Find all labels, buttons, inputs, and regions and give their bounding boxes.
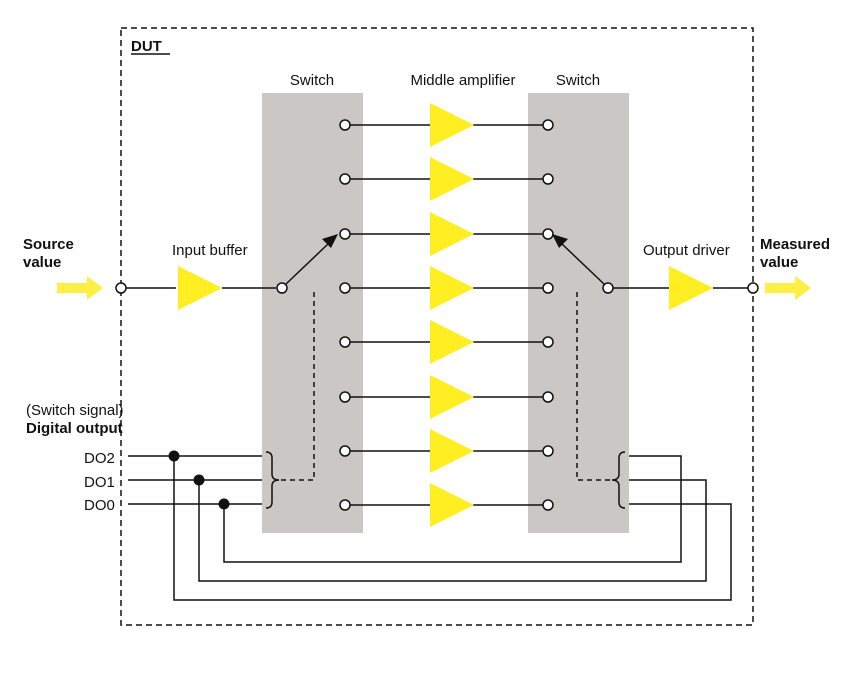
- right-switch-arrow-icon: [552, 234, 568, 248]
- left-switch-arm: [285, 243, 329, 285]
- right-switch-terminal-6: [542, 391, 554, 403]
- switch-panel-left: [262, 93, 363, 533]
- measured-arrow-icon: [765, 276, 811, 300]
- left-switch-terminal-7: [339, 445, 351, 457]
- switch-left-label: Switch: [290, 72, 334, 89]
- input-terminal: [115, 282, 127, 294]
- left-switch-terminal-6: [339, 391, 351, 403]
- right-switch-terminal-1: [542, 119, 554, 131]
- middle-amplifier-label: Middle amplifier: [410, 72, 515, 89]
- source-value-label-line1: Source: [23, 236, 74, 253]
- measured-value-label-line1: Measured: [760, 236, 830, 253]
- right-switch-brace: [611, 451, 626, 509]
- right-switch-common-terminal: [602, 282, 614, 294]
- dut-boundary: [120, 27, 754, 626]
- right-switch-terminal-3: [542, 228, 554, 240]
- left-switch-control-line: [281, 292, 315, 481]
- dut-label: DUT: [131, 38, 162, 55]
- right-switch-terminal-8: [542, 499, 554, 511]
- amplifier-icon-5: [430, 320, 474, 364]
- do1-label: DO1: [84, 474, 115, 491]
- left-switch-brace: [265, 451, 280, 509]
- left-switch-terminal-1: [339, 119, 351, 131]
- left-switch-common-terminal: [276, 282, 288, 294]
- right-switch-terminal-4: [542, 282, 554, 294]
- do0-label: DO0: [84, 497, 115, 514]
- left-switch-terminal-8: [339, 499, 351, 511]
- output-terminal: [747, 282, 759, 294]
- switch-signal-label: (Switch signal): [26, 402, 124, 419]
- do2-loop-wire: [173, 456, 732, 601]
- amplifier-icon-1: [430, 103, 474, 147]
- measured-value-label-line2: value: [760, 254, 798, 271]
- amplifier-icon-6: [430, 375, 474, 419]
- switch-right-label: Switch: [556, 72, 600, 89]
- right-switch-control-line: [576, 292, 610, 481]
- input-buffer-label: Input buffer: [172, 242, 248, 259]
- right-switch-terminal-2: [542, 173, 554, 185]
- source-value-label-line2: value: [23, 254, 61, 271]
- amplifier-icon-2: [430, 157, 474, 201]
- left-switch-terminal-4: [339, 282, 351, 294]
- do0-loop-wire: [223, 455, 682, 563]
- amplifier-rows: [339, 103, 554, 527]
- input-buffer-icon: [178, 266, 222, 310]
- amplifier-icon-8: [430, 483, 474, 527]
- output-driver-icon: [669, 266, 713, 310]
- switch-panel-right: [528, 93, 629, 533]
- left-switch-arrow-icon: [322, 234, 338, 248]
- amplifier-icon-3: [430, 212, 474, 256]
- amplifier-icon-4: [430, 266, 474, 310]
- do2-label: DO2: [84, 450, 115, 467]
- digital-output-label: Digital output: [26, 420, 123, 437]
- left-switch-terminal-5: [339, 336, 351, 348]
- amplifier-icon-7: [430, 429, 474, 473]
- right-switch-arm: [561, 243, 605, 285]
- source-arrow-icon: [57, 276, 103, 300]
- left-switch-terminal-3: [339, 228, 351, 240]
- right-switch-terminal-5: [542, 336, 554, 348]
- left-switch-terminal-2: [339, 173, 351, 185]
- right-switch-terminal-7: [542, 445, 554, 457]
- output-driver-label: Output driver: [643, 242, 730, 259]
